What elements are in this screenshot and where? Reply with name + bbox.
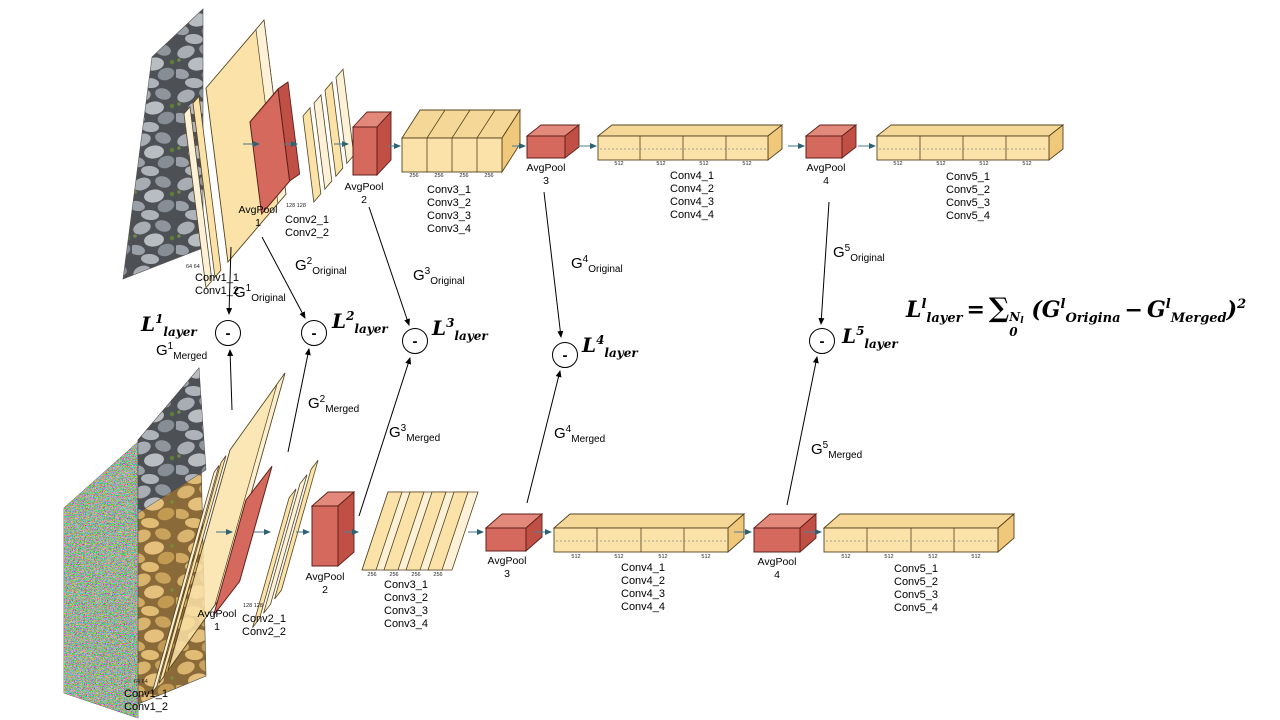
gram-original-4-label: G4Original [571,254,623,275]
bottom-conv5-block [822,513,1016,553]
gram-original-1-label: G1Original [234,283,286,304]
bottom-conv1-label: Conv1_1 Conv1_2 [124,688,169,713]
bottom-conv5-size-4: 512 [971,554,981,560]
top-conv5-label: Conv5_1 Conv5_2 Conv5_3 Conv5_4 [946,171,991,222]
loss-label-4: L4layer [582,333,638,360]
gram-original-3-label: G3Original [413,266,465,287]
bottom-pool2-block [310,491,356,567]
loss-label-5: L5layer [842,324,898,351]
bottom-conv4-size-2: 512 [614,554,624,560]
top-pool2-block [351,110,393,177]
gram-merged-4-label: G4Merged [554,424,606,445]
top-conv5-size-1: 512 [893,161,903,167]
bottom-conv4-block [552,513,746,553]
top-conv4-size-3: 512 [699,161,709,167]
top-conv5-size-4: 512 [1022,161,1032,167]
subtract-node-4: - [552,342,578,368]
gram-merged-5-label: G5Merged [811,440,863,461]
gram-original-5-label: G5Original [833,243,885,264]
gram-merged-1-label: G1Merged [156,341,208,362]
top-pool3-block [525,124,581,159]
bottom-conv4-label: Conv4_1 Conv4_2 Conv4_3 Conv4_4 [621,562,666,613]
bottom-conv2-label: Conv2_1 Conv2_2 [242,613,287,638]
bottom-conv2-size: 128 128 [243,603,263,609]
top-conv3-size-4: 256 [484,173,494,179]
top-conv4-size-1: 512 [614,161,624,167]
bottom-conv5-size-2: 512 [884,554,894,560]
bottom-pool3-label: AvgPool 3 [487,555,527,580]
top-pool3-label: AvgPool 3 [526,162,566,187]
loss-label-3: L3layer [432,316,488,343]
top-conv2-block [303,69,354,202]
gram-merged-arrows [227,348,819,517]
top-conv5-size-3: 512 [979,161,989,167]
top-pool2-label: AvgPool 2 [344,181,384,206]
top-pool1-label: AvgPool 1 [238,204,278,229]
bottom-pool3-block [484,513,544,552]
top-conv4-size-4: 512 [742,161,752,167]
top-pool4-label: AvgPool 4 [806,162,846,187]
top-conv3-size-3: 256 [459,173,469,179]
bottom-conv3-size-3: 256 [411,572,421,578]
bottom-conv5-size-1: 512 [841,554,851,560]
top-conv3-size-1: 256 [409,173,419,179]
bottom-conv3-block [361,491,479,571]
bottom-conv4-size-3: 512 [658,554,668,560]
bottom-conv5-label: Conv5_1 Conv5_2 Conv5_3 Conv5_4 [894,563,939,614]
gram-merged-2-label: G2Merged [308,394,360,415]
loss-label-2: L2layer [332,309,388,336]
bottom-pool4-block [752,513,818,553]
top-conv1-size: 64 64 [186,264,200,270]
gram-original-2-label: G2Original [295,256,347,277]
bottom-pool1-label: AvgPool 1 [197,608,237,633]
bottom-conv4-size-1: 512 [571,554,581,560]
top-conv3-label: Conv3_1 Conv3_2 Conv3_3 Conv3_4 [427,184,472,235]
gram-merged-3-label: G3Merged [389,423,441,444]
bottom-conv3-label: Conv3_1 Conv3_2 Conv3_3 Conv3_4 [384,579,429,630]
bottom-conv5-size-3: 512 [928,554,938,560]
top-conv2-size: 128 128 [286,203,306,209]
bottom-conv3-size-4: 256 [433,572,443,578]
bottom-pool4-label: AvgPool 4 [757,556,797,581]
bottom-conv3-size-2: 256 [389,572,399,578]
bottom-conv1-size: 64 64 [134,679,148,685]
top-conv4-block [596,124,784,161]
bottom-conv3-size-1: 256 [367,572,377,578]
top-conv5-size-2: 512 [936,161,946,167]
subtract-node-1: - [215,320,241,346]
top-conv3-block [401,108,521,174]
top-conv5-block [875,124,1065,161]
subtract-node-2: - [301,320,327,346]
top-pool1-block [250,81,301,214]
top-flow-arrows [243,141,876,149]
top-pool4-block [804,124,858,159]
gram-original-arrows [226,191,830,338]
bottom-pool2-label: AvgPool 2 [305,571,345,596]
top-conv4-size-2: 512 [656,161,666,167]
top-conv2-label: Conv2_1 Conv2_2 [285,214,330,239]
subtract-node-3: - [402,328,428,354]
top-conv3-size-2: 256 [434,173,444,179]
loss-label-1: L1layer [141,312,197,339]
top-conv1-label: Conv1_1 Conv1_2 [195,272,240,297]
bottom-conv2-block [253,460,318,627]
bottom-conv1-block [152,373,285,693]
bottom-conv4-size-4: 512 [701,554,711,560]
top-conv4-label: Conv4_1 Conv4_2 Conv4_3 Conv4_4 [670,170,715,221]
bottom-pool1-block [214,466,272,615]
subtract-node-5: - [809,328,835,354]
